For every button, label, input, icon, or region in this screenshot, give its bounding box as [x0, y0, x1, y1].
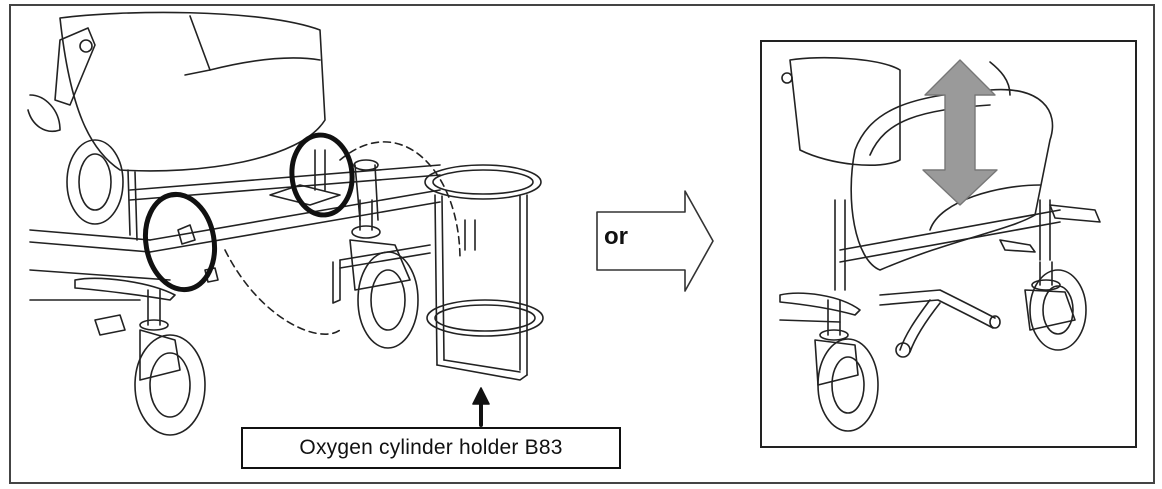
oxygen-holder-label: Oxygen cylinder holder B83	[299, 436, 563, 459]
or-label: or	[604, 223, 628, 250]
chair-right-illustration	[779, 56, 1101, 432]
callout-pointer-arrow	[472, 387, 490, 427]
highlight-circle-lower	[142, 191, 218, 293]
chair-left-illustration	[27, 11, 544, 436]
height-adjust-arrow	[922, 59, 998, 206]
oxygen-holder-callout: Oxygen cylinder holder B83	[241, 427, 621, 469]
highlight-circle-upper	[289, 132, 355, 218]
transition-arrow	[596, 190, 714, 292]
headrest-inset-frame	[760, 40, 1137, 448]
